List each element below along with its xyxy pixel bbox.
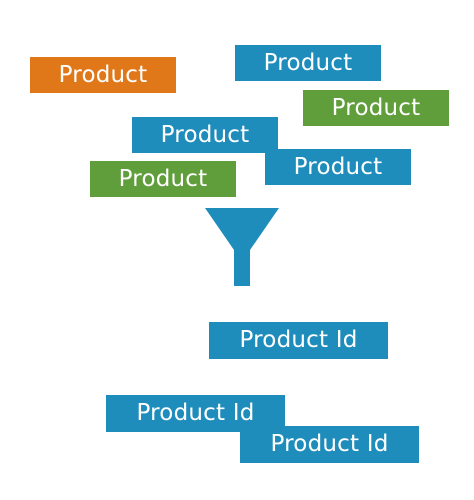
product-box-green-left: Product xyxy=(90,161,236,197)
product-id-box-stack-back: Product Id xyxy=(106,395,285,432)
product-box-blue-middle: Product xyxy=(132,117,278,153)
product-box-blue-top-right: Product xyxy=(235,45,381,81)
product-box-green-right: Product xyxy=(303,90,449,126)
product-id-box-stack-front: Product Id xyxy=(240,426,419,463)
product-box-orange: Product xyxy=(30,57,176,93)
product-id-box-single: Product Id xyxy=(209,322,388,359)
product-box-blue-right: Product xyxy=(265,149,411,185)
funnel-icon xyxy=(205,208,279,286)
